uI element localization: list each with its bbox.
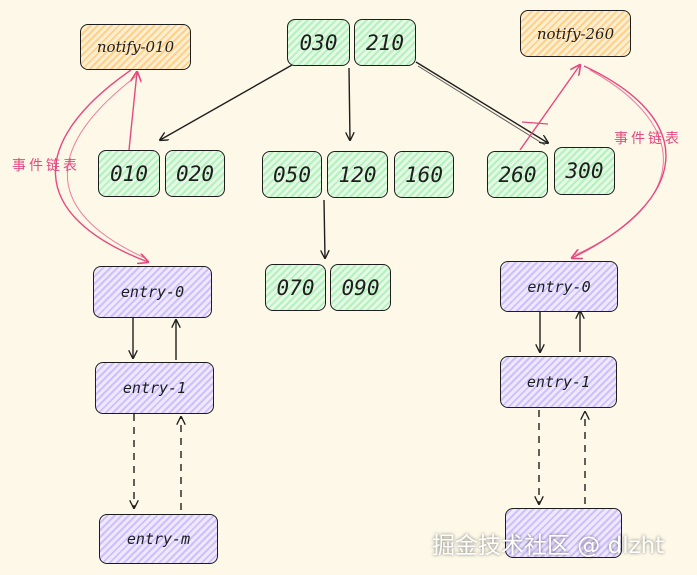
root-key-030-label: 030 — [299, 30, 338, 55]
leaf-key-090: 090 — [330, 264, 391, 311]
mid-key-050-label: 050 — [273, 162, 311, 187]
edge-leaf010-to-notify010 — [128, 72, 137, 151]
notify-260-label: notify-260 — [536, 24, 615, 43]
event-list-label-right: 事件链表 — [614, 131, 682, 147]
mid-key-050: 050 — [262, 151, 322, 198]
leaf-key-010: 010 — [98, 150, 160, 197]
left-entry-0-label: entry-0 — [120, 283, 185, 301]
leaf-key-020-label: 020 — [176, 161, 214, 186]
leaf-key-300-label: 300 — [565, 159, 604, 183]
left-entry-m: entry-m — [99, 514, 218, 564]
leaf-key-070: 070 — [265, 264, 326, 311]
right-entry-1-label: entry-1 — [526, 373, 591, 391]
event-list-label-left: 事件链表 — [12, 158, 80, 174]
mid-key-120-label: 120 — [338, 162, 377, 187]
right-entry-0-label: entry-0 — [527, 277, 591, 296]
edge-notify010-event-list — [54, 69, 148, 262]
leaf-key-300: 300 — [554, 147, 615, 195]
edge-root-to-right — [415, 61, 548, 143]
right-entry-bottom — [505, 508, 622, 558]
leaf-key-020: 020 — [165, 150, 225, 197]
mid-key-120: 120 — [327, 151, 388, 198]
left-entry-1: entry-1 — [95, 362, 214, 414]
edge-middle-to-child — [324, 199, 325, 258]
notify-260-node: notify-260 — [520, 10, 631, 57]
leaf-key-260-label: 260 — [498, 162, 537, 187]
right-entry-1: entry-1 — [500, 356, 617, 408]
leaf-key-010-label: 010 — [110, 161, 148, 186]
edge-root-to-middle — [349, 67, 350, 140]
leaf-key-090-label: 090 — [341, 275, 380, 300]
mid-key-160: 160 — [394, 151, 454, 198]
left-entry-1-label: entry-1 — [122, 379, 187, 397]
mid-key-160-label: 160 — [405, 162, 443, 187]
leaf-key-070-label: 070 — [276, 275, 315, 300]
root-key-210: 210 — [354, 19, 416, 66]
root-key-030: 030 — [287, 19, 350, 66]
left-entry-m-label: entry-m — [126, 530, 191, 548]
notify-010-node: notify-010 — [80, 24, 191, 70]
leaf-key-260: 260 — [487, 151, 548, 198]
right-entry-0: entry-0 — [500, 261, 618, 312]
edge-leaf260-to-notify260 — [519, 65, 580, 151]
edge-root-to-left — [160, 64, 293, 140]
left-entry-0: entry-0 — [93, 266, 212, 318]
notify-010-label: notify-010 — [96, 38, 175, 56]
watermark: 掘金技术社区 @ dlzht — [432, 533, 665, 559]
root-key-210-label: 210 — [366, 30, 404, 55]
